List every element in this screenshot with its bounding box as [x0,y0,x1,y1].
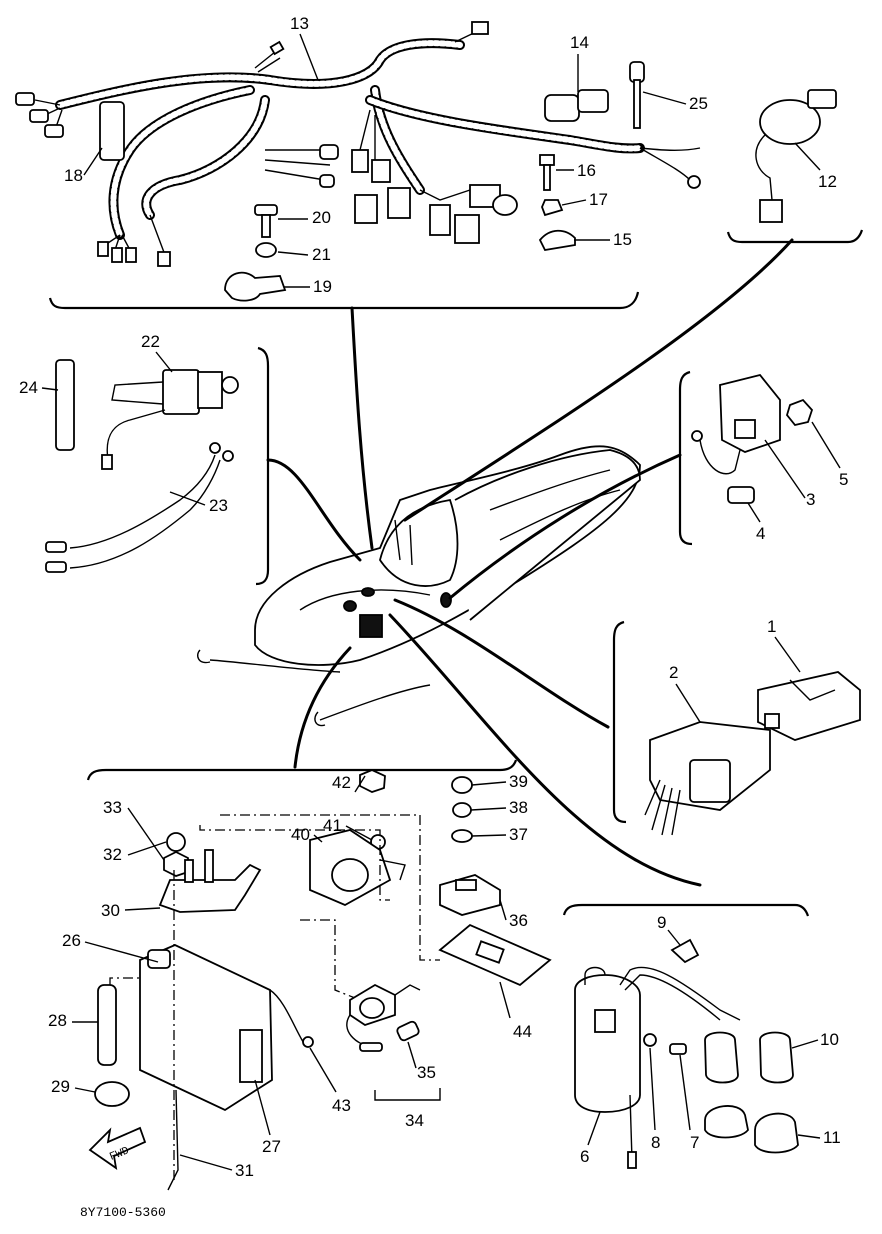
callout-37: 37 [509,825,528,844]
harness-bracket [48,291,640,310]
coil-group [612,620,861,836]
callout-22: 22 [141,332,160,351]
callout-27: 27 [262,1137,281,1156]
callout-16: 16 [577,161,596,180]
main-switch-part [755,89,837,223]
callout-26: 26 [62,931,81,950]
callout-31: 31 [235,1161,254,1180]
callout-38: 38 [509,798,528,817]
callout-30: 30 [101,901,120,920]
callout-1: 1 [767,617,776,636]
callout-33: 33 [103,798,122,817]
diagram-code: 8Y7100-5360 [80,1205,166,1220]
small-parts-top [99,61,645,302]
switch-bracket [726,229,864,244]
callout-19: 19 [313,277,332,296]
callout-44: 44 [513,1022,532,1041]
callout-labels: 1 2 3 4 5 6 7 8 9 10 11 12 13 14 15 16 1… [19,14,848,1180]
fwd-arrow-icon [88,1126,147,1170]
callout-29: 29 [51,1077,70,1096]
callout-13: 13 [290,14,309,33]
callout-4: 4 [756,524,765,543]
callout-43: 43 [332,1096,351,1115]
callout-28: 28 [48,1011,67,1030]
callout-10: 10 [820,1030,839,1049]
callout-2: 2 [669,663,678,682]
callout-36: 36 [509,911,528,930]
left-parts-group [45,346,270,586]
callout-8: 8 [651,1133,660,1152]
callout-18: 18 [64,166,83,185]
callout-23: 23 [209,496,228,515]
callout-14: 14 [570,33,589,52]
callout-35: 35 [417,1063,436,1082]
callout-15: 15 [613,230,632,249]
callout-34: 34 [405,1111,424,1130]
callout-24: 24 [19,378,38,397]
callout-25: 25 [689,94,708,113]
callout-20: 20 [312,208,331,227]
callout-7: 7 [690,1133,699,1152]
callout-3: 3 [806,490,815,509]
callout-9: 9 [657,913,666,932]
cdi-group [678,370,814,546]
callout-21: 21 [312,245,331,264]
snowmobile-body [197,445,641,727]
callout-6: 6 [580,1147,589,1166]
callout-42: 42 [332,773,351,792]
callout-40: 40 [291,825,310,844]
callout-12: 12 [818,172,837,191]
callout-39: 39 [509,772,528,791]
callout-41: 41 [323,816,342,835]
bottom-right-group [562,903,810,1169]
callout-5: 5 [839,470,848,489]
leader-lines [266,238,794,887]
callout-32: 32 [103,845,122,864]
callout-11: 11 [823,1128,841,1147]
callout-17: 17 [589,190,608,209]
wire-harness-group [15,21,701,267]
bottom-left-group: FWD [86,759,552,1191]
